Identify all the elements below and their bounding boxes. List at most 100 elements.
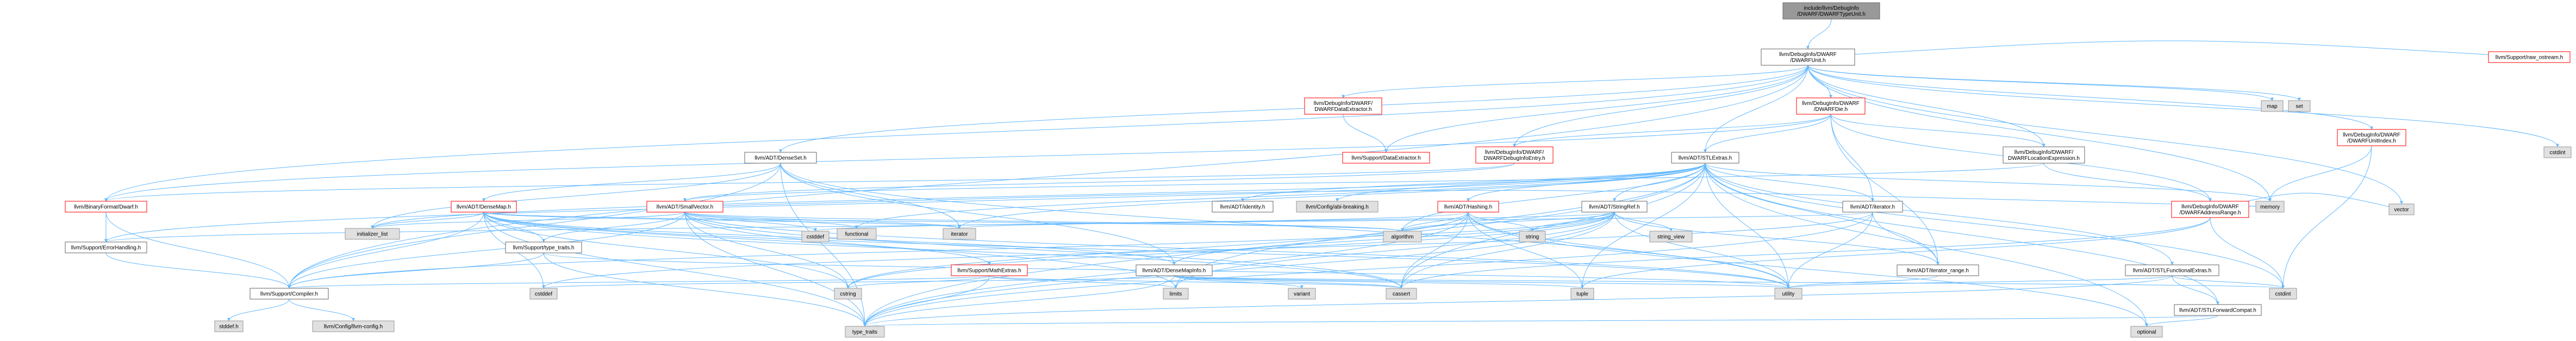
edge-typetraits_sup-to-compiler [288, 252, 544, 289]
node-label: llvm/Support/MathExtras.h [957, 268, 1021, 274]
node-smallvector[interactable]: llvm/ADT/SmallVector.h [646, 201, 723, 213]
node-densemset[interactable]: llvm/ADT/DenseSet.h [744, 152, 817, 164]
edge-iterator_range-to-utility [1787, 275, 1938, 289]
edge-dwarfunit-to-binaryformat [104, 65, 1808, 202]
node-typetraits_sup[interactable]: llvm/Support/type_traits.h [505, 241, 582, 253]
edge-stlextras-to-stlfunctional [1705, 163, 2174, 265]
node-cassert: cassert [1386, 288, 1417, 300]
node-box [834, 288, 862, 300]
edge-densemset-to-densemap [482, 163, 781, 202]
node-label: tuple [1576, 292, 1588, 297]
node-dwarflocexpr[interactable]: llvm/DebugInfo/DWARF/DWARFLocationExpres… [2003, 146, 2085, 164]
node-hashing[interactable]: llvm/ADT/Hashing.h [1437, 201, 1499, 213]
node-type_traits: type_traits [845, 326, 885, 338]
edge-densemapinfo-to-cstddef_low [542, 275, 1175, 289]
node-dwarfdebuginfoentry[interactable]: llvm/DebugInfo/DWARF/DWARFDebugInfoEntry… [1475, 146, 1554, 164]
edge-typetraits_sup-to-type_traits [543, 252, 866, 327]
node-root[interactable]: include/llvm/DebugInfo/DWARF/DWARFTypeUn… [1782, 2, 1880, 20]
node-iterator[interactable]: llvm/ADT/iterator.h [1842, 201, 1903, 213]
edge-hashing-to-algorithm [1401, 212, 1469, 232]
edge-iterator-to-iterator_sys [958, 212, 1873, 229]
node-memory: memory [2255, 201, 2285, 213]
edge-stlextras-to-cstdint_low [1705, 163, 2285, 289]
node-label: stddef.h [219, 324, 239, 330]
node-label: llvm/DebugInfo/DWARF [1802, 101, 1860, 107]
node-label: llvm/ADT/DenseMapInfo.h [1143, 268, 1206, 274]
node-label: llvm/ADT/STLExtras.h [1679, 156, 1732, 162]
node-box [1212, 201, 1274, 213]
node-identity[interactable]: llvm/ADT/identity.h [1212, 201, 1274, 213]
edge-densemset-to-compiler [288, 163, 781, 289]
node-dwarfunitindex[interactable]: llvm/DebugInfo/DWARF/DWARFUnitIndex.h [2337, 129, 2406, 146]
edge-densemap-to-type_traits [483, 212, 866, 327]
edge-stlextras-to-cassert [1400, 163, 1706, 289]
node-dwarfdie[interactable]: llvm/DebugInfo/DWARF/DWARFDie.h [1796, 97, 1866, 115]
node-dwarfaddrrange[interactable]: llvm/DebugInfo/DWARF/DWARFAddressRange.h [2171, 201, 2249, 218]
edge-smallvector-to-memory [684, 190, 2271, 208]
edge-mathextras-to-limits [989, 275, 1177, 289]
edge-smallvector-to-compiler [288, 212, 685, 289]
edge-densemap-to-typetraits_sup [483, 212, 545, 243]
edge-smallvector-to-cstring [684, 212, 850, 289]
node-box [1581, 201, 1648, 213]
node-densemap[interactable]: llvm/ADT/DenseMap.h [451, 201, 517, 213]
node-stlforwardcompat[interactable]: llvm/ADT/STLForwardCompat.h [2174, 304, 2262, 316]
node-densemapinfo[interactable]: llvm/ADT/DenseMapInfo.h [1136, 264, 1213, 276]
node-label: llvm/ADT/DenseMap.h [457, 204, 511, 210]
node-label: type_traits [852, 330, 877, 336]
edge-dwarfunit-to-dataextractor [1384, 65, 1808, 153]
node-box [2174, 304, 2262, 316]
node-stlextras[interactable]: llvm/ADT/STLExtras.h [1671, 152, 1739, 164]
edge-dwarfunit-to-vector [1807, 65, 2403, 204]
node-label: llvm/ADT/STLFunctionalExtras.h [2133, 268, 2212, 274]
node-label: llvm/ADT/iterator_range.h [1907, 268, 1969, 274]
edge-densemapinfo-to-variant [1174, 275, 1303, 289]
node-raw_ostream[interactable]: llvm/Support/raw_ostream.h [2488, 51, 2571, 63]
node-box [529, 288, 558, 300]
node-stlfunctional[interactable]: llvm/ADT/STLFunctionalExtras.h [2125, 264, 2219, 276]
node-label: llvm/ADT/StringRef.h [1589, 204, 1639, 210]
edge-densemapinfo-to-type_traits [863, 275, 1175, 327]
edge-stlfunctional-to-stlforwardcompat [2172, 275, 2219, 305]
node-errorhandling[interactable]: llvm/Support/ErrorHandling.h [65, 241, 147, 253]
node-box [2171, 201, 2249, 218]
node-box [1342, 152, 1430, 164]
node-limits: limits [1163, 288, 1189, 300]
node-compiler[interactable]: llvm/Support/Compiler.h [250, 288, 329, 300]
node-label: vector [2394, 207, 2409, 213]
node-box [2003, 146, 2085, 164]
node-mathextras[interactable]: llvm/Support/MathExtras.h [951, 264, 1028, 276]
node-label: cstring [840, 292, 856, 297]
edge-dwarfunit-to-dwarfdebuginfoentry [1513, 65, 1808, 147]
node-label: DWARFDebugInfoEntry.h [1483, 156, 1545, 162]
node-label: /DWARFDie.h [1814, 107, 1848, 113]
node-box [1288, 288, 1316, 300]
node-label: llvm/Support/type_traits.h [513, 245, 575, 251]
node-label: map [2267, 104, 2278, 110]
edge-stlextras-to-memory [1705, 163, 2272, 202]
node-label: /DWARF/DWARFTypeUnit.h [1797, 11, 1866, 17]
node-stringref[interactable]: llvm/ADT/StringRef.h [1581, 201, 1648, 213]
node-dwarfdataext[interactable]: llvm/DebugInfo/DWARF/DWARFDataExtractor.… [1304, 97, 1382, 115]
edge-stlforwardcompat-to-optional [2145, 315, 2218, 327]
edge-densemapinfo-to-tuple [1174, 275, 1584, 289]
edge-compiler-to-llvmconfig [289, 299, 355, 321]
node-box [1761, 48, 1855, 66]
edge-stlextras-to-initializer_list [371, 163, 1706, 229]
node-label: cassert [1393, 292, 1410, 297]
node-iterator_range[interactable]: llvm/ADT/iterator_range.h [1897, 264, 1979, 276]
node-dataextractor[interactable]: llvm/Support/DataExtractor.h [1342, 152, 1430, 164]
node-box [1437, 201, 1499, 213]
node-binaryformat[interactable]: llvm/BinaryFormat/Dwarf.h [65, 201, 147, 213]
edge-stlextras-to-identity [1241, 163, 1706, 202]
node-initializer_list: initializer_list [345, 228, 400, 240]
edge-smallvector-to-type_traits [684, 212, 866, 327]
node-box [744, 152, 817, 164]
edge-stlextras-to-iterator_sys [958, 163, 1706, 229]
node-dwarfunit[interactable]: llvm/DebugInfo/DWARF/DWARFUnit.h [1761, 48, 1855, 66]
edge-densemset-to-type_traits [780, 163, 866, 327]
edge-dwarfdie-to-binaryformat [104, 114, 1831, 202]
node-label: llvm/ADT/iterator.h [1850, 204, 1895, 210]
node-label: memory [2260, 204, 2280, 210]
node-box [1649, 231, 1693, 243]
